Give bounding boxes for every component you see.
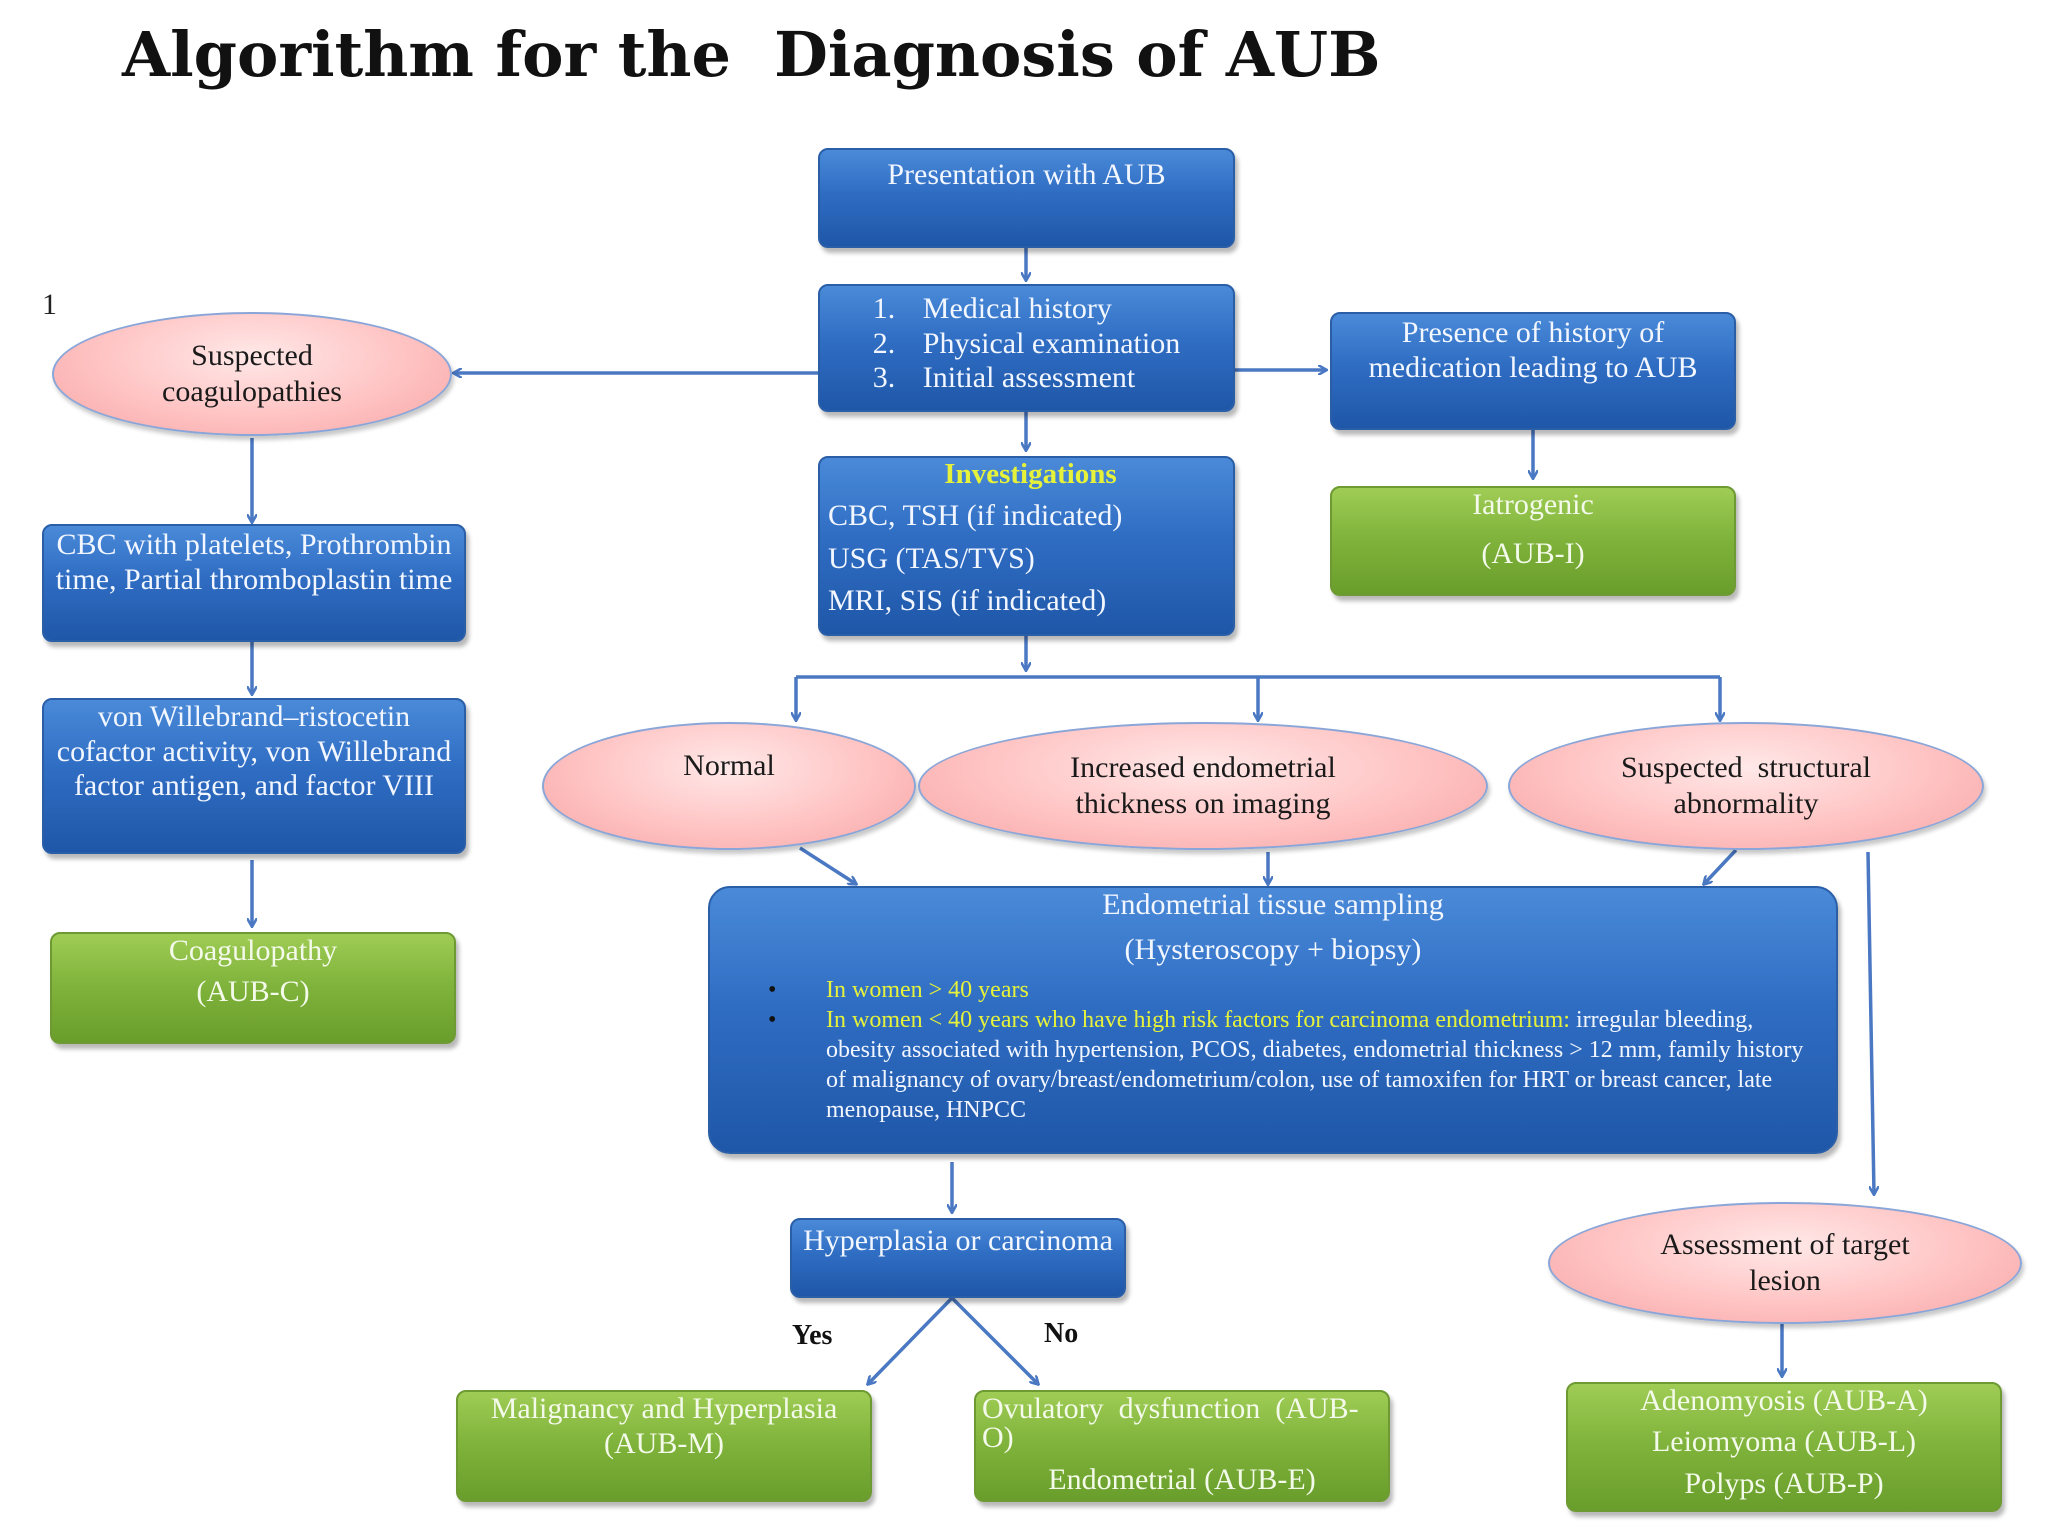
iatrogenic-box: Iatrogenic (AUB-I) — [1330, 486, 1736, 596]
hyperplasia-carcinoma-box: Hyperplasia or carcinoma — [790, 1218, 1126, 1298]
coagulopathy-box: Coagulopathy (AUB-C) — [50, 932, 456, 1044]
initial-assessment-box: 1.Medical history 2.Physical examination… — [818, 284, 1235, 412]
arrow-structural-to-sampling — [1704, 848, 1738, 884]
assessment-item: 1.Medical history — [872, 292, 1112, 325]
target-lesion-oval: Assessment of target lesion — [1548, 1202, 2022, 1324]
arrow-hyperplasia-to-malignancy — [868, 1296, 954, 1384]
sampling-criteria-list: In women > 40 years In women < 40 years … — [768, 975, 1818, 1125]
yes-label: Yes — [792, 1320, 833, 1351]
arrow-hyperplasia-to-ovulatory — [950, 1296, 1038, 1384]
investigations-box: Investigations CBC, TSH (if indicated) U… — [818, 456, 1235, 636]
presentation-box: Presentation with AUB — [818, 148, 1235, 248]
endometrial-thickness-oval: Increased endometrial thickness on imagi… — [918, 722, 1488, 850]
arrow-normal-to-sampling — [799, 846, 856, 884]
investigations-heading: Investigations — [944, 458, 1117, 490]
no-label: No — [1044, 1318, 1079, 1349]
suspected-coagulopathies-oval: Suspected coagulopathies — [52, 312, 452, 436]
malignancy-box: Malignancy and Hyperplasia (AUB-M) — [456, 1390, 872, 1502]
tissue-sampling-box: Endometrial tissue sampling (Hysteroscop… — [708, 886, 1838, 1154]
criteria-item: In women > 40 years — [768, 975, 1818, 1005]
structural-results-box: Adenomyosis (AUB-A) Leiomyoma (AUB-L) Po… — [1566, 1382, 2002, 1512]
diagram-title: Algorithm for the Diagnosis of AUB — [122, 18, 1381, 91]
presentation-label: Presentation with AUB — [887, 158, 1166, 191]
cbc-box: CBC with platelets, Prothrombin time, Pa… — [42, 524, 466, 642]
assessment-list: 1.Medical history 2.Physical examination… — [873, 292, 1180, 396]
structural-abnormality-oval: Suspected structural abnormality — [1508, 722, 1984, 850]
ovulatory-box: Ovulatory dysfunction (AUB- O) Endometri… — [974, 1390, 1390, 1502]
vwf-box: von Willebrand–ristocetin cofactor activ… — [42, 698, 466, 854]
assessment-item: 3.Initial assessment — [872, 361, 1136, 394]
medication-history-box: Presence of history of medication leadin… — [1330, 312, 1736, 430]
normal-oval: Normal — [542, 722, 916, 850]
page-number: 1 — [42, 288, 57, 321]
assessment-item: 2.Physical examination — [872, 326, 1181, 360]
arrow-structural-to-target — [1866, 851, 1874, 1194]
criteria-item: In women < 40 years who have high risk f… — [768, 1005, 1818, 1125]
